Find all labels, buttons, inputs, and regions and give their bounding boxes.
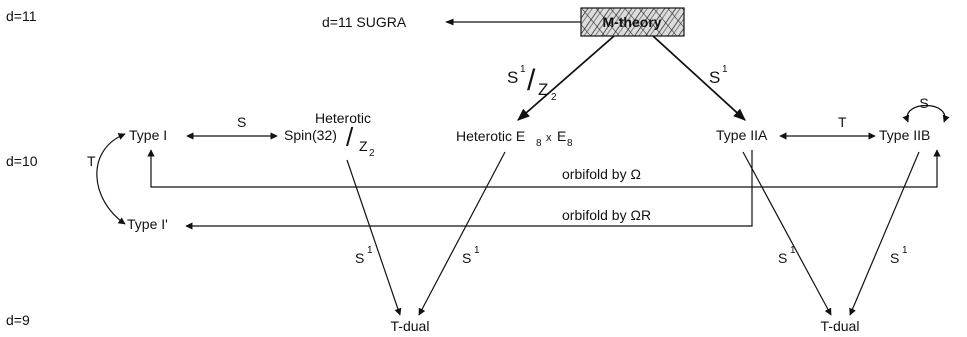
het-so32-slash: / [346, 122, 354, 152]
het-so32-zsub: 2 [369, 148, 375, 159]
orbifold-omega-r-label: orbifold by ΩR [562, 207, 651, 223]
het-e8-main: Heterotic E [456, 128, 525, 144]
label-s1-left-b: S 1 [462, 245, 480, 266]
het-e8-sub1: 8 [536, 138, 542, 149]
s-type1-het-label: S [237, 114, 246, 130]
arrow-mtheory-to-type2a [652, 35, 746, 121]
type1p-label: Type I' [127, 216, 168, 232]
arrow-het-so32-to-tdual [346, 159, 402, 316]
s1z2-z: Z [538, 80, 548, 99]
arrow-type2b-self-s [902, 104, 950, 123]
level-d9-label: d=9 [6, 312, 30, 328]
s1-rb-one: 1 [902, 245, 908, 256]
type2b-label: Type IIB [879, 127, 930, 143]
type1-label: Type I [129, 127, 167, 143]
s1-2a-one: 1 [722, 64, 728, 75]
arrow-type1-to-type1p-t [96, 133, 126, 225]
sugra-label: d=11 SUGRA [322, 14, 407, 30]
s1-la-one: 1 [367, 245, 373, 256]
orbifold-omega-label: orbifold by Ω [562, 166, 641, 182]
s1z2-one: 1 [520, 64, 526, 75]
t-2a-2b-label: T [838, 114, 847, 130]
label-s1-mtheory-2a: S 1 [709, 64, 728, 87]
s1-lb-s: S [462, 250, 471, 266]
arrow-orbifold-omega-r [185, 150, 753, 230]
arrow-type2a-to-tdual [742, 151, 832, 316]
type2a-label: Type IIA [716, 127, 768, 143]
het-e8-times: x [546, 132, 552, 144]
mtheory-label: M-theory [602, 14, 661, 30]
tdual-left-label: T-dual [391, 318, 430, 334]
het-e8-e2: E [557, 128, 566, 144]
het-so32-line2: Spin(32) [284, 127, 337, 143]
s1-2a-s: S [709, 68, 720, 87]
het-e8-node: Heterotic E 8 x E 8 [456, 128, 573, 149]
s1-ra-s: S [778, 250, 787, 266]
arrow-type2b-to-tdual [849, 151, 920, 316]
mtheory-hatch-overlay [581, 8, 684, 36]
s-type2b-self-label: S [919, 95, 928, 111]
level-d10-label: d=10 [6, 153, 38, 169]
level-d11-label: d=11 [6, 8, 37, 24]
t-type1-label: T [87, 153, 96, 169]
s1z2-two: 2 [551, 92, 557, 103]
s1-lb-one: 1 [474, 245, 480, 256]
s1-rb-s: S [890, 250, 899, 266]
label-s1-z2: S 1 / Z 2 [507, 64, 557, 103]
s1-ra-one: 1 [790, 245, 796, 256]
label-s1-left-a: S 1 [355, 245, 373, 266]
het-so32-line1: Heterotic [315, 110, 371, 126]
s1-la-s: S [355, 250, 364, 266]
het-e8-sub2: 8 [567, 138, 573, 149]
het-so32-z: Z [359, 138, 368, 154]
label-s1-right-a: S 1 [778, 245, 796, 266]
s1z2-s: S [507, 68, 518, 87]
arrow-orbifold-omega [147, 149, 941, 188]
mtheory-node: M-theory [580, 7, 685, 37]
het-so32-node: Heterotic Spin(32) / Z 2 [284, 110, 375, 159]
arrow-het-e8-to-tdual [418, 151, 506, 316]
tdual-right-label: T-dual [821, 318, 860, 334]
s1z2-slash: / [527, 64, 536, 97]
label-s1-right-b: S 1 [890, 245, 908, 266]
arrow-mtheory-to-het-e8 [517, 35, 615, 121]
